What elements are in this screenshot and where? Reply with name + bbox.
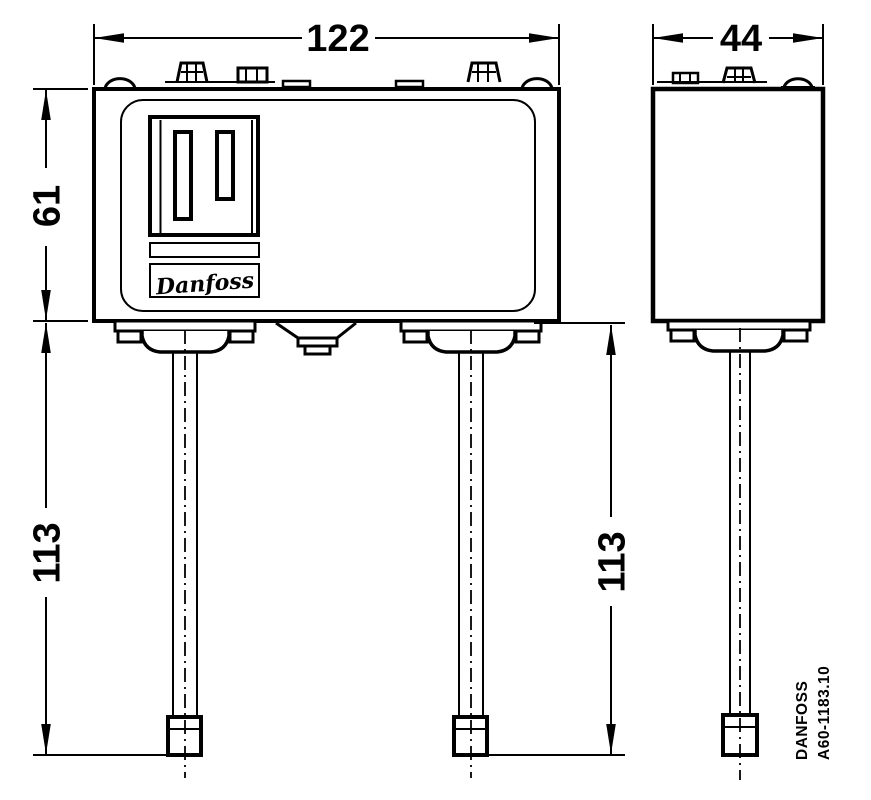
side-bellows	[666, 319, 812, 780]
screw-dome-icon	[103, 77, 137, 89]
flange-tab	[228, 329, 255, 344]
arrow-down-icon	[41, 724, 51, 754]
cable-gland	[275, 321, 357, 356]
terminal-screw-icon	[175, 61, 209, 83]
scale-slot-left	[173, 130, 193, 221]
brand-text: DANFOSS	[794, 681, 811, 760]
flange-tab	[669, 328, 696, 343]
dimension-left-tube-length: 113	[27, 323, 168, 756]
right-bellows	[399, 319, 543, 778]
side-body-outline	[650, 86, 826, 324]
dimension-side-width: 44	[652, 18, 824, 85]
flange-tab	[402, 329, 429, 344]
terminal-block-icon	[671, 71, 700, 85]
arrow-right-icon	[529, 33, 559, 43]
front-body-outline	[92, 87, 561, 323]
logo-plate-frame	[149, 263, 260, 298]
mounting-tab	[281, 79, 312, 89]
arrow-up-icon	[41, 90, 51, 120]
arrow-left-icon	[653, 33, 683, 43]
dimension-value: 44	[720, 18, 762, 60]
screw-dome-icon	[520, 77, 554, 89]
dimension-value: 122	[306, 18, 369, 60]
dimension-value: 113	[592, 531, 634, 592]
dimension-front-width: 122	[93, 18, 560, 85]
label-strip	[149, 242, 260, 258]
scale-slot-right	[215, 130, 235, 201]
side-top-terminals	[657, 66, 815, 88]
front-cover-panel	[120, 99, 536, 312]
flange-tab	[514, 329, 541, 344]
contact-window	[148, 115, 260, 237]
arrow-up-icon	[606, 325, 616, 355]
terminal-block-icon	[236, 66, 269, 84]
gland-funnel	[275, 321, 357, 340]
flange-tab	[116, 329, 143, 344]
arrow-up-icon	[41, 323, 51, 353]
arrow-down-icon	[606, 724, 616, 754]
front-top-terminals	[103, 61, 554, 89]
arrow-left-icon	[94, 33, 124, 43]
dimension-value: 61	[27, 185, 69, 227]
side-view	[650, 66, 826, 780]
front-view: Danfoss	[92, 61, 561, 778]
mounting-tab	[394, 79, 425, 89]
drawing-id-block: DANFOSS A60-1183.10	[794, 666, 833, 760]
dimension-right-tube-length: 113	[489, 322, 634, 756]
drawing-number-text: A60-1183.10	[816, 666, 833, 760]
dimension-body-height: 61	[27, 88, 88, 322]
arrow-right-icon	[793, 33, 823, 43]
gland-nipple	[303, 344, 332, 356]
arrow-down-icon	[41, 290, 51, 320]
screw-dome-icon	[782, 77, 814, 88]
flange-tab	[782, 328, 809, 343]
bellows-cup	[693, 330, 785, 353]
dimension-value: 113	[27, 522, 69, 583]
left-bellows	[113, 319, 257, 778]
window-frame	[148, 115, 260, 237]
terminal-screw-icon	[721, 66, 757, 84]
terminal-screw-icon	[466, 61, 502, 83]
